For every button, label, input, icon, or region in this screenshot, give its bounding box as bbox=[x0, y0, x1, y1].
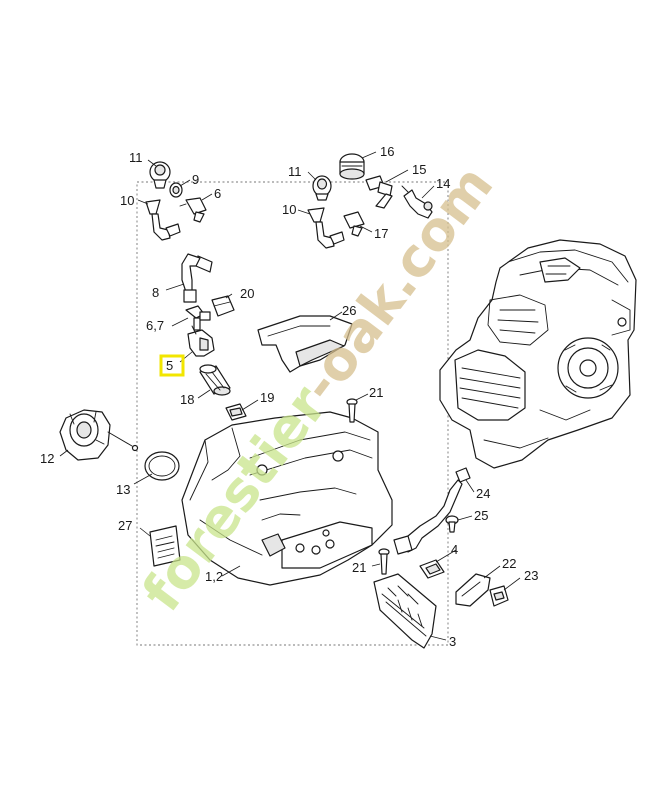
callout-labels: 11 9 10 6 8 20 6,7 5 18 19 16 11 15 14 1… bbox=[40, 144, 538, 649]
callout-1-2: 1,2 bbox=[205, 569, 223, 584]
callout-19: 19 bbox=[260, 390, 274, 405]
callout-8: 8 bbox=[152, 285, 159, 300]
oil-pump-assembly bbox=[59, 409, 139, 461]
callout-22: 22 bbox=[502, 556, 516, 571]
assembly-frame bbox=[136, 181, 449, 646]
rubber-block bbox=[211, 295, 235, 317]
guide-plate-3 bbox=[373, 573, 437, 649]
connector-tube bbox=[145, 199, 181, 241]
grommet bbox=[225, 403, 247, 421]
callout-11-left: 11 bbox=[129, 150, 143, 165]
callout-25: 25 bbox=[474, 508, 488, 523]
mount-22 bbox=[455, 573, 491, 607]
hose-15 bbox=[365, 175, 393, 209]
callout-11-middle: 11 bbox=[288, 164, 302, 179]
crankcase-housing bbox=[181, 411, 393, 586]
callout-21-upper: 21 bbox=[369, 385, 383, 400]
elbow-fitting-b bbox=[343, 211, 365, 237]
callout-9: 9 bbox=[192, 172, 199, 187]
callout-27: 27 bbox=[118, 518, 132, 533]
screw-25 bbox=[445, 515, 459, 533]
callout-18: 18 bbox=[180, 392, 194, 407]
elbow-fitting bbox=[179, 197, 207, 223]
callout-17: 17 bbox=[374, 226, 388, 241]
screw-lower-21 bbox=[378, 548, 390, 575]
leader-lines bbox=[59, 151, 521, 641]
callout-6: 6 bbox=[214, 186, 221, 201]
callout-16: 16 bbox=[380, 144, 394, 159]
callout-10-left: 10 bbox=[120, 193, 134, 208]
connector-tube-b bbox=[307, 207, 345, 249]
callout-23: 23 bbox=[524, 568, 538, 583]
callout-24: 24 bbox=[476, 486, 490, 501]
o-ring-seal bbox=[144, 451, 180, 481]
callout-3: 3 bbox=[449, 634, 456, 649]
valve-assembly-16 bbox=[339, 153, 365, 180]
highlight-box-part-5 bbox=[159, 354, 185, 377]
callout-6-7: 6,7 bbox=[146, 318, 164, 333]
callout-13: 13 bbox=[116, 482, 130, 497]
cover-plate bbox=[257, 315, 353, 373]
fitting-ring bbox=[169, 182, 183, 198]
fuel-hose bbox=[181, 253, 213, 303]
callout-20: 20 bbox=[240, 286, 254, 301]
engine-block-illustration bbox=[439, 239, 637, 469]
callout-5: 5 bbox=[166, 358, 173, 373]
pad-4 bbox=[419, 559, 445, 579]
callout-26: 26 bbox=[342, 303, 356, 318]
callout-12: 12 bbox=[40, 451, 54, 466]
callout-10-middle: 10 bbox=[282, 202, 296, 217]
oil-line-24 bbox=[393, 467, 471, 555]
t-connector bbox=[185, 305, 211, 331]
fuel-filter bbox=[199, 364, 231, 396]
screw-upper bbox=[346, 398, 358, 423]
callout-4: 4 bbox=[451, 542, 458, 557]
callout-15: 15 bbox=[412, 162, 426, 177]
callout-21-lower: 21 bbox=[352, 560, 366, 575]
decompression-valve-knob-b bbox=[312, 175, 332, 201]
decompression-valve-knob bbox=[149, 161, 171, 189]
label-27 bbox=[149, 525, 181, 567]
mount-23 bbox=[489, 585, 509, 607]
callout-14: 14 bbox=[436, 176, 450, 191]
fitting-14 bbox=[401, 185, 433, 219]
pickup-body bbox=[187, 325, 215, 357]
